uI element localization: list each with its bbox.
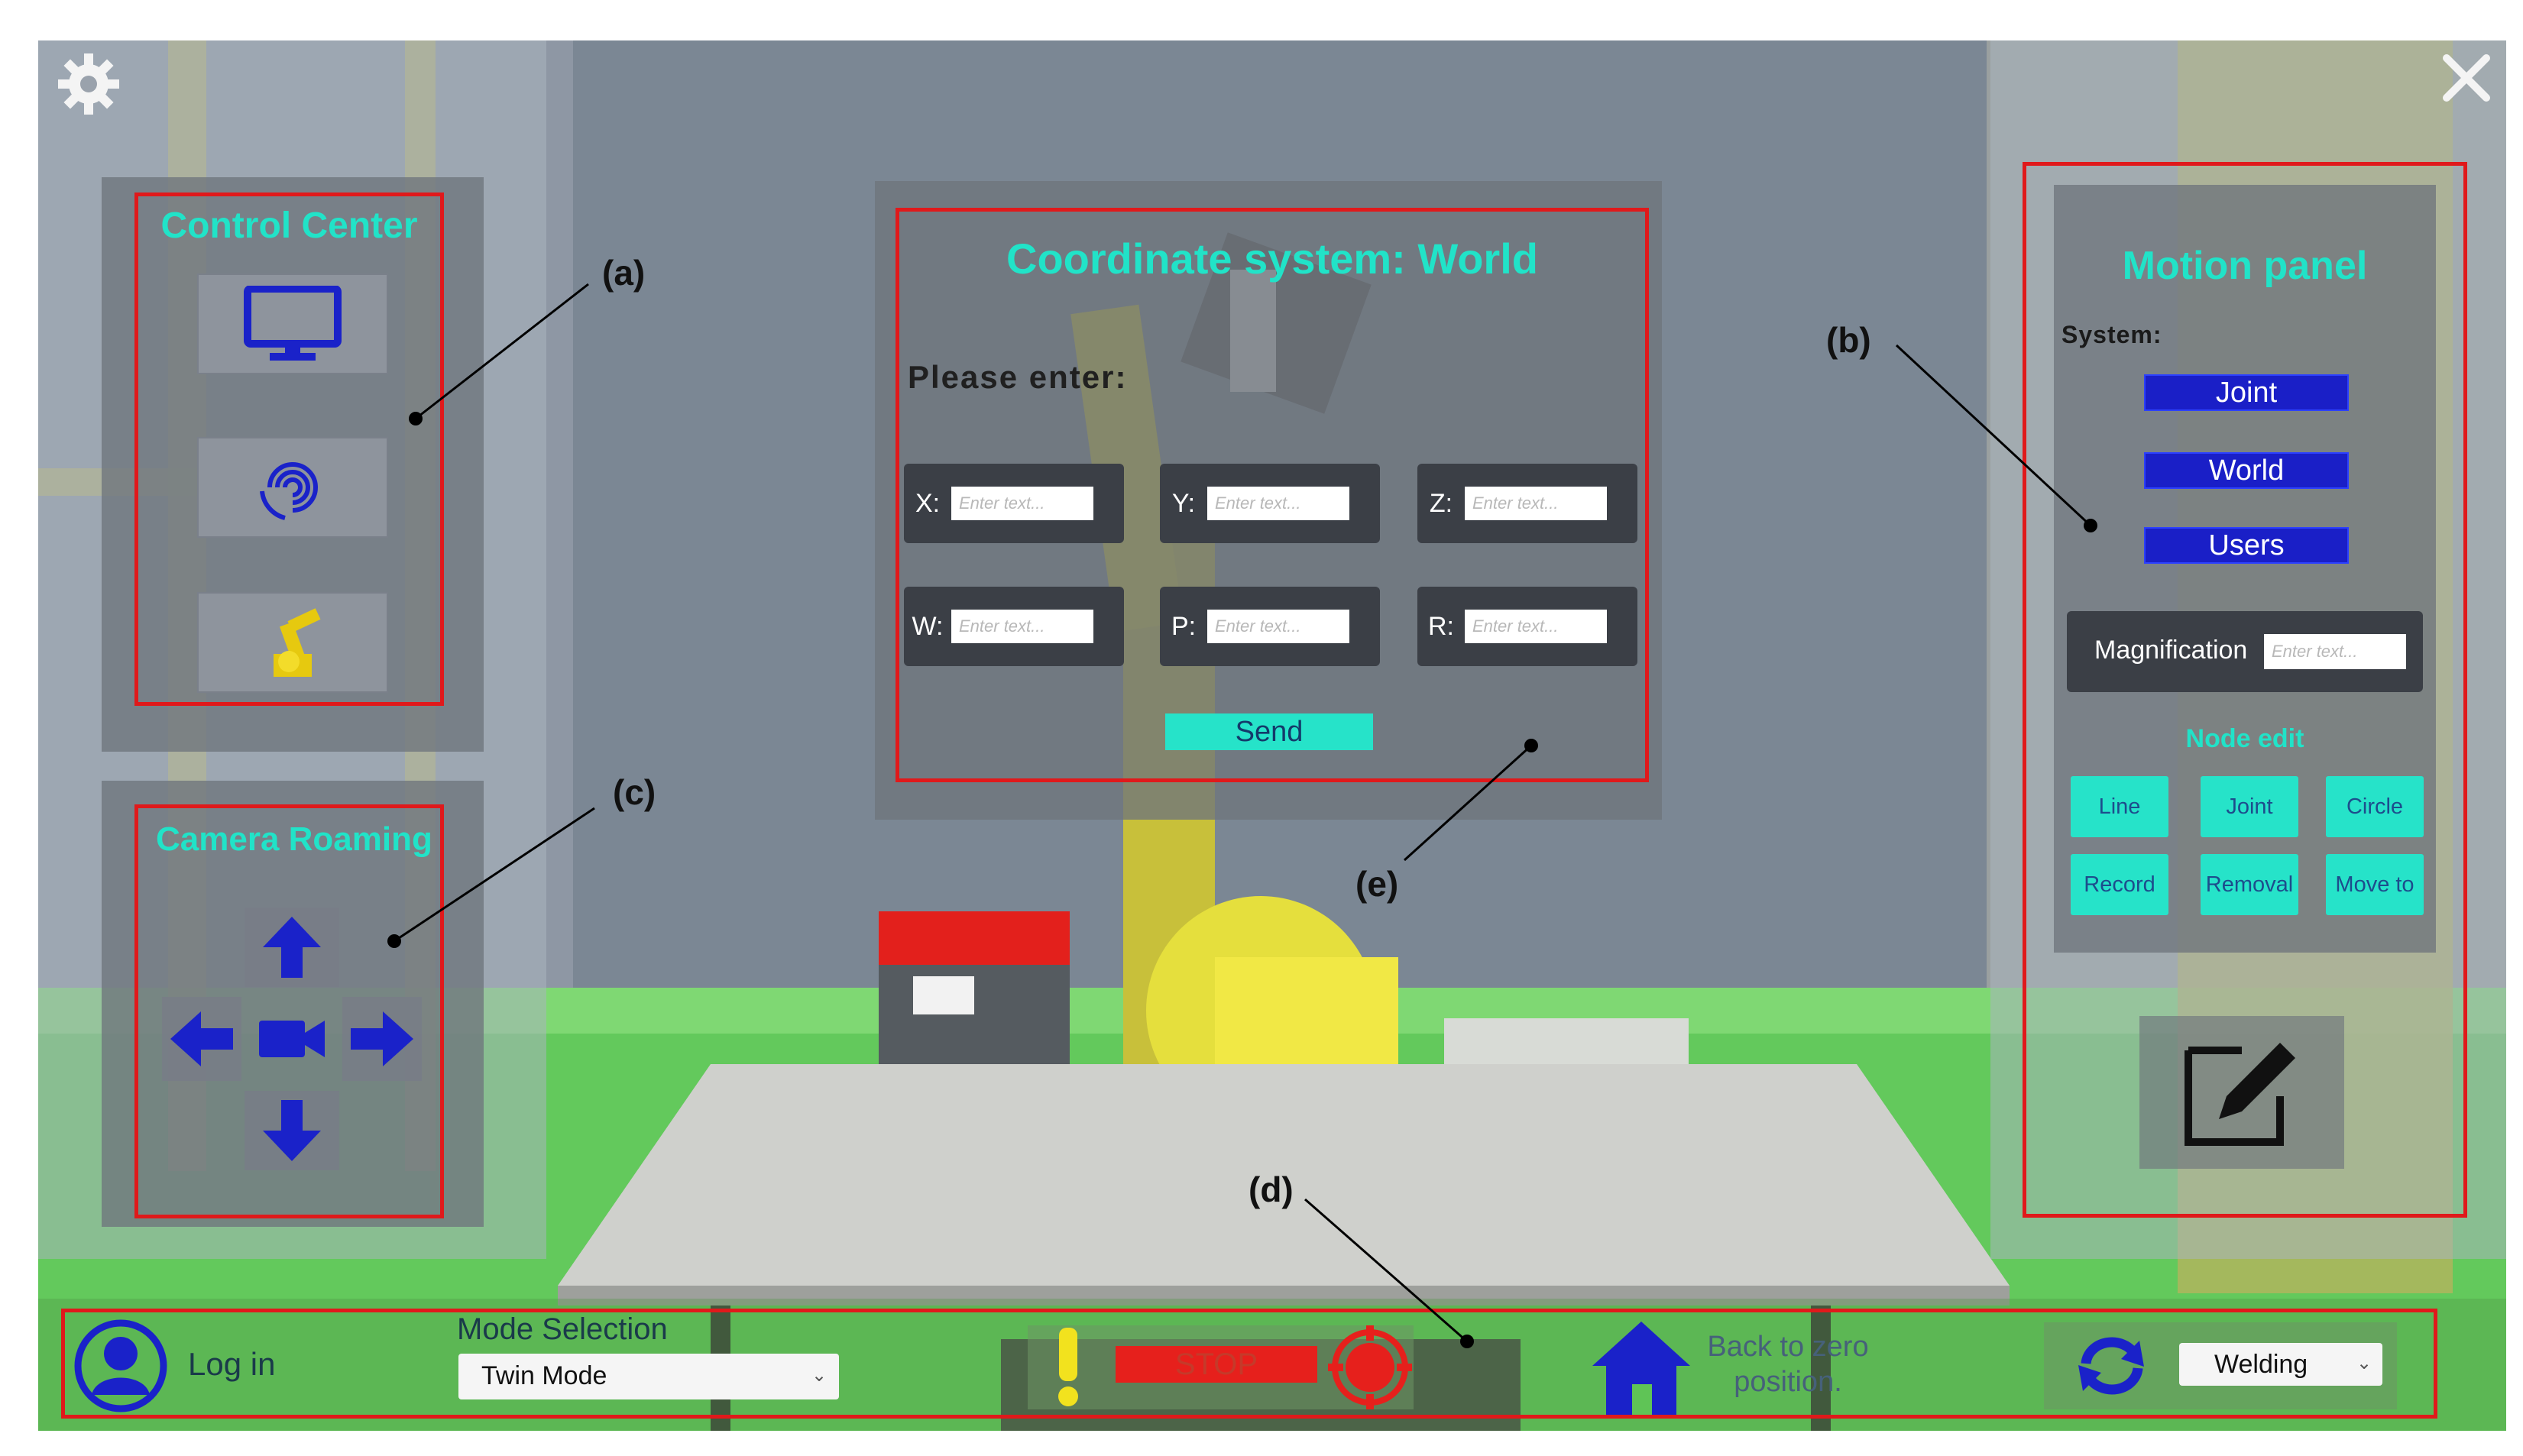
- fingerprint-button[interactable]: [197, 437, 388, 538]
- process-select[interactable]: Welding ⌄: [2179, 1343, 2382, 1386]
- warning-icon: [1058, 1328, 1078, 1406]
- arrow-right-icon: [351, 1011, 413, 1066]
- home-icon[interactable]: [1589, 1318, 1693, 1418]
- stop-button[interactable]: STOP: [1116, 1346, 1317, 1383]
- camera-icon: [259, 1021, 325, 1057]
- node-edit-title: Node edit: [2185, 724, 2304, 753]
- node-move-to-button[interactable]: Move to: [2326, 854, 2424, 915]
- magnification-field: Magnification Enter text...: [2067, 611, 2423, 692]
- fingerprint-icon: [260, 462, 318, 520]
- camera-roaming-highlight: [134, 804, 444, 1218]
- annotation-b: (b): [1826, 320, 1871, 360]
- target-icon[interactable]: [1328, 1325, 1412, 1409]
- annotation-c: (c): [613, 772, 656, 812]
- camera-up-button[interactable]: [245, 908, 339, 987]
- magnification-input[interactable]: Enter text...: [2264, 634, 2406, 669]
- user-avatar-icon[interactable]: [73, 1318, 168, 1413]
- mode-selection-label: Mode Selection: [457, 1312, 668, 1346]
- system-users-button[interactable]: Users: [2144, 527, 2349, 564]
- x-input[interactable]: Enter text...: [951, 487, 1093, 520]
- arrow-up-icon: [263, 917, 321, 978]
- robot-icon: [274, 608, 321, 677]
- camera-down-button[interactable]: [245, 1091, 339, 1170]
- camera-roaming-title: Camera Roaming: [156, 820, 432, 858]
- back-to-zero-label[interactable]: Back to zero position.: [1707, 1331, 1869, 1398]
- coord-field-x: X: Enter text...: [904, 464, 1124, 543]
- monitor-button[interactable]: [197, 273, 388, 374]
- monitor-icon: [244, 286, 342, 361]
- gear-icon[interactable]: [55, 50, 122, 118]
- coord-field-w: W: Enter text...: [904, 587, 1124, 666]
- robot-model-button[interactable]: [197, 592, 388, 693]
- camera-center-button[interactable]: [252, 997, 332, 1081]
- coord-field-p: P: Enter text...: [1160, 587, 1380, 666]
- refresh-icon[interactable]: [2075, 1333, 2149, 1399]
- arrow-down-icon: [263, 1100, 321, 1161]
- node-removal-button[interactable]: Removal: [2201, 854, 2298, 915]
- node-line-button[interactable]: Line: [2071, 776, 2168, 837]
- system-world-button[interactable]: World: [2144, 452, 2349, 489]
- node-record-button[interactable]: Record: [2071, 854, 2168, 915]
- motion-panel-highlight: [2023, 162, 2467, 1218]
- edit-button[interactable]: [2139, 1016, 2344, 1169]
- process-select-value: Welding: [2214, 1350, 2308, 1379]
- annotation-e: (e): [1355, 864, 1399, 904]
- coord-field-r: R: Enter text...: [1417, 587, 1637, 666]
- annotation-a: (a): [602, 253, 646, 293]
- motion-panel-title: Motion panel: [2122, 244, 2368, 288]
- login-label[interactable]: Log in: [188, 1346, 276, 1382]
- camera-left-button[interactable]: [162, 997, 241, 1081]
- chevron-down-icon: ⌄: [811, 1365, 828, 1386]
- magnification-label: Magnification: [2094, 636, 2248, 665]
- control-center-highlight: [134, 193, 444, 706]
- arrow-left-icon: [170, 1011, 233, 1066]
- r-input[interactable]: Enter text...: [1465, 610, 1607, 643]
- coordinate-prompt: Please enter:: [908, 359, 1128, 395]
- w-input[interactable]: Enter text...: [951, 610, 1093, 643]
- bottom-bar-highlight: [61, 1309, 2437, 1419]
- camera-right-button[interactable]: [342, 997, 422, 1081]
- mode-select[interactable]: Twin Mode ⌄: [458, 1354, 839, 1399]
- control-center-title: Control Center: [160, 205, 418, 246]
- system-joint-button[interactable]: Joint: [2144, 374, 2349, 411]
- pencil-edit-icon: [2185, 1043, 2295, 1146]
- controller-cabinet: [879, 911, 1070, 1079]
- y-input[interactable]: Enter text...: [1207, 487, 1349, 520]
- coordinate-panel-highlight: [896, 208, 1649, 782]
- node-joint-button[interactable]: Joint: [2201, 776, 2298, 837]
- close-icon[interactable]: [2442, 53, 2491, 102]
- node-circle-button[interactable]: Circle: [2326, 776, 2424, 837]
- mode-select-value: Twin Mode: [481, 1361, 607, 1390]
- send-button[interactable]: Send: [1165, 713, 1373, 750]
- chevron-down-icon: ⌄: [2356, 1353, 2372, 1373]
- p-input[interactable]: Enter text...: [1207, 610, 1349, 643]
- system-label: System:: [2061, 321, 2162, 348]
- z-input[interactable]: Enter text...: [1465, 487, 1607, 520]
- coordinate-panel-title: Coordinate system: World: [1006, 235, 1538, 283]
- coord-field-z: Z: Enter text...: [1417, 464, 1637, 543]
- annotation-d: (d): [1249, 1170, 1294, 1209]
- coord-field-y: Y: Enter text...: [1160, 464, 1380, 543]
